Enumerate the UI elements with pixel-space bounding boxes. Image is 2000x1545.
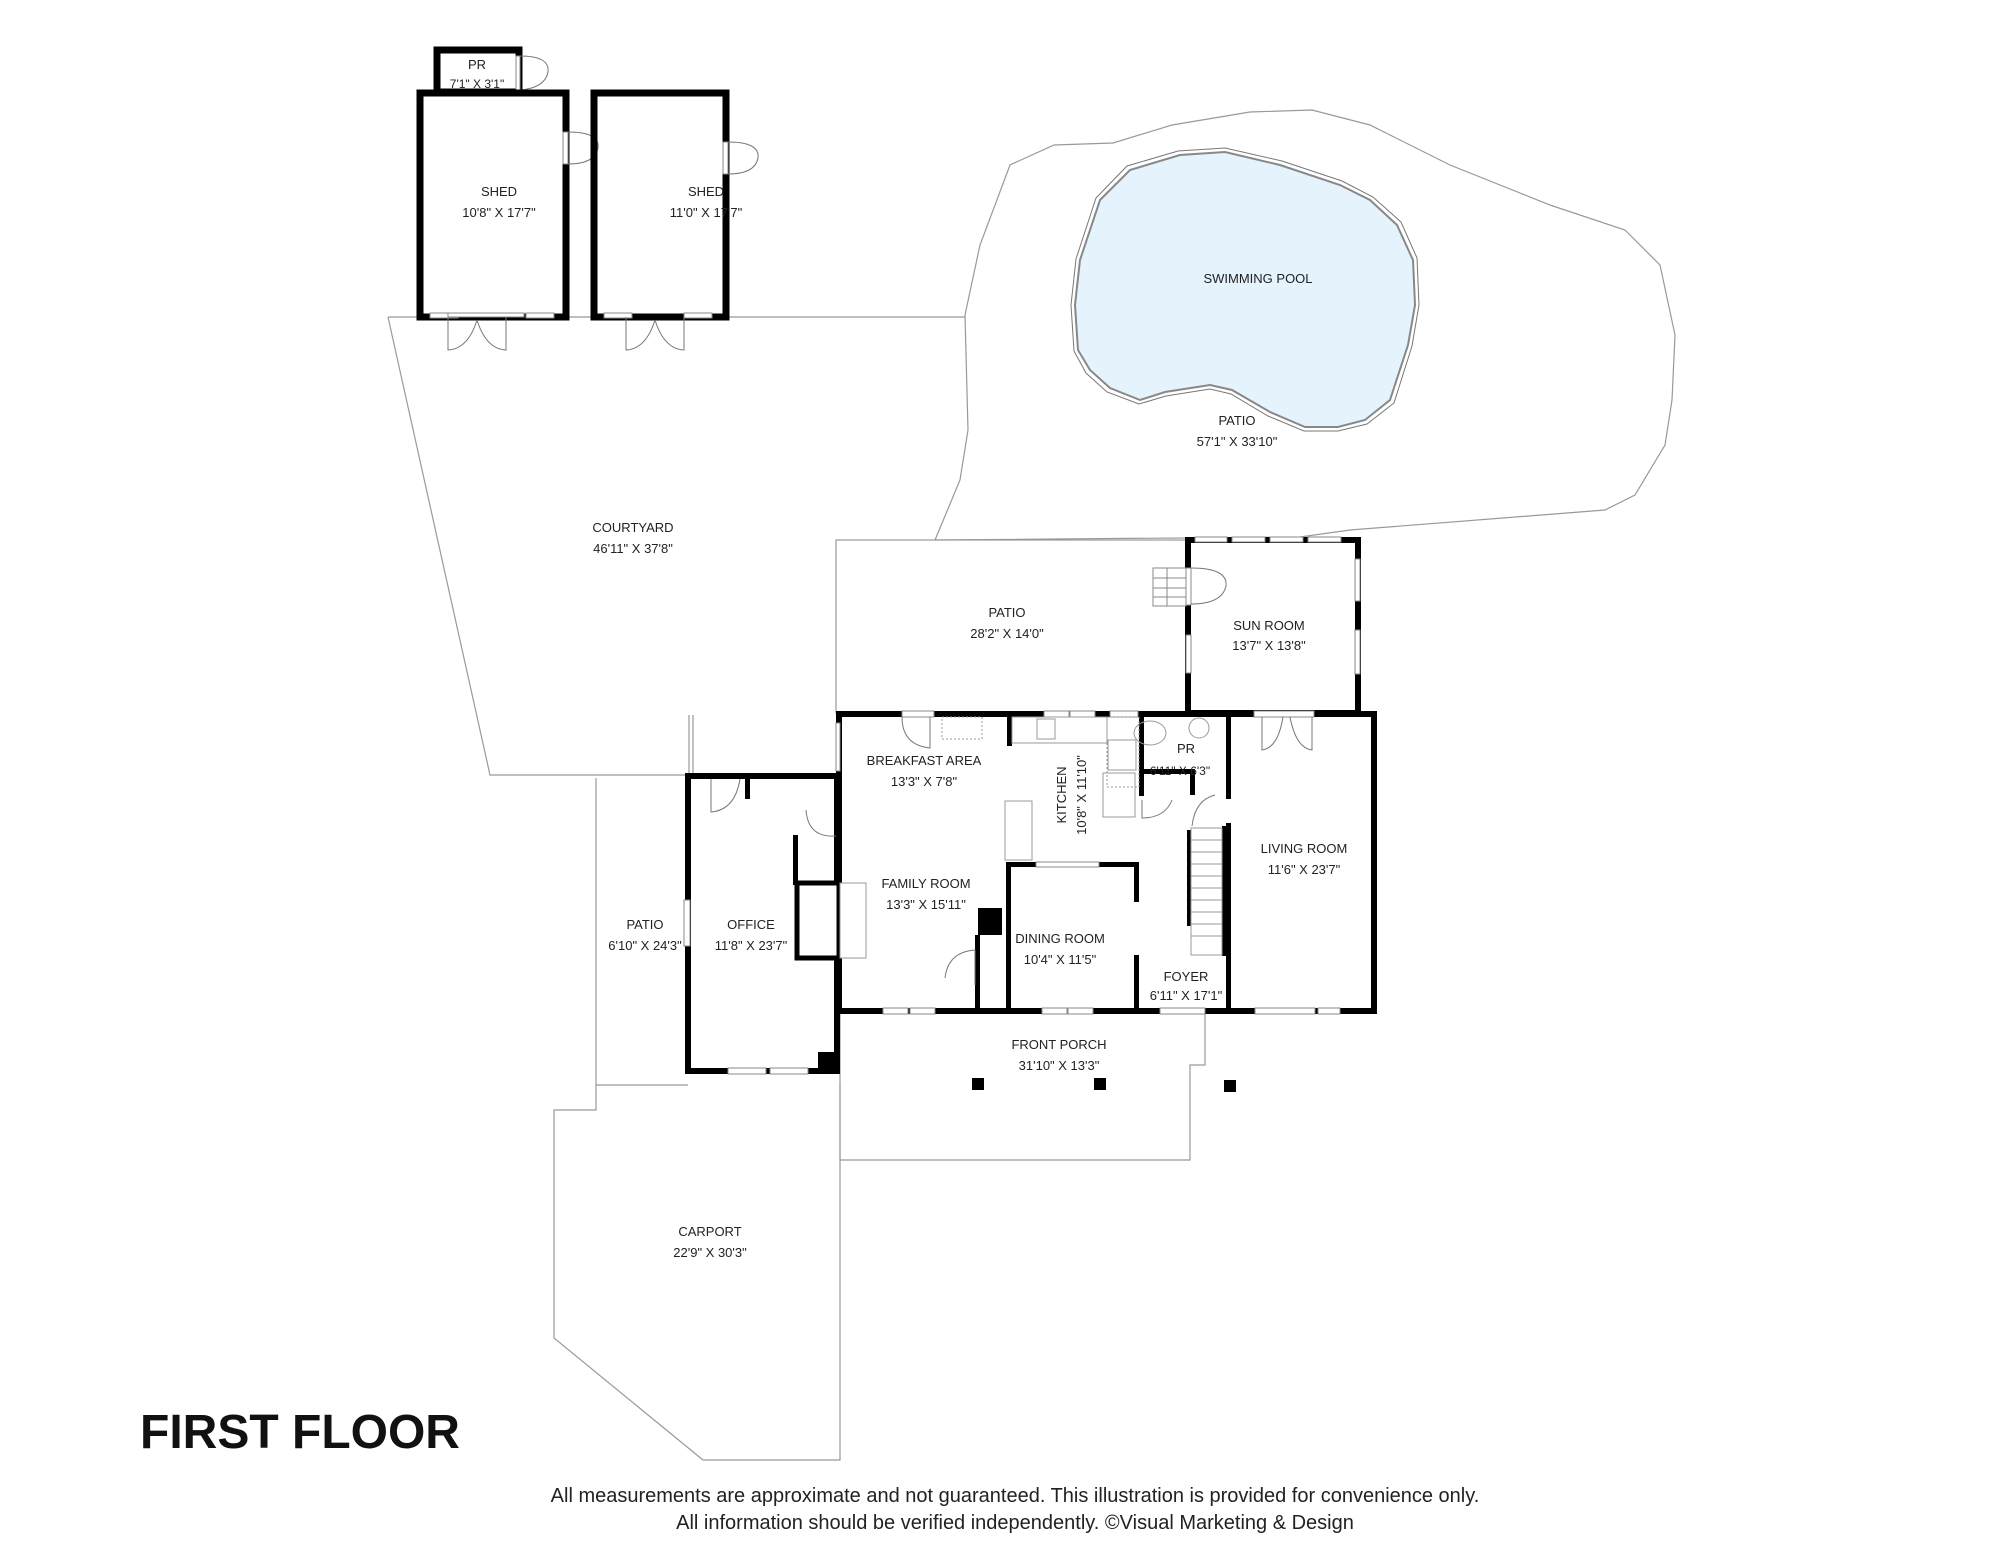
dining-room-dims: 10'4" X 11'5" [1024, 952, 1097, 967]
living-room-label: LIVING ROOM [1261, 841, 1348, 856]
pr-shed-label: PR [468, 57, 486, 72]
disclaimer: All measurements are approximate and not… [0, 1483, 2000, 1537]
office-dims: 11'8" X 23'7" [715, 938, 788, 953]
front-porch-label: FRONT PORCH [1011, 1037, 1106, 1052]
rear-patio-label: PATIO [988, 605, 1025, 620]
courtyard-outline [387, 316, 965, 776]
stairs-icon [1152, 567, 1187, 607]
disclaimer-line-1: All measurements are approximate and not… [550, 1485, 1480, 1507]
front-porch-outline [839, 1010, 1206, 1161]
kitchen-dims: 10'8" X 11'10" [1074, 755, 1089, 835]
pool-patio-label: PATIO [1218, 413, 1255, 428]
kitchen-fixtures [941, 716, 1140, 861]
shed-1-dims: 10'8" X 17'7" [462, 205, 536, 220]
pr-house-label: PR [1177, 741, 1195, 756]
house-walls [685, 711, 1377, 1074]
pr-house-dims: 6'11" X 6'3" [1150, 764, 1210, 778]
courtyard-label: COURTYARD [592, 520, 673, 535]
carport-outline [553, 1085, 841, 1461]
swimming-pool-label: SWIMMING POOL [1203, 271, 1312, 286]
pool-patio-dims: 57'1" X 33'10" [1197, 434, 1278, 449]
foyer-dims: 6'11" X 17'1" [1150, 988, 1223, 1003]
pr-shed-dims: 7'1" X 3'1" [450, 77, 504, 91]
side-patio-dims: 6'10" X 24'3" [608, 938, 682, 953]
breakfast-area-dims: 13'3" X 7'8" [891, 774, 958, 789]
rear-patio-dims: 28'2" X 14'0" [970, 626, 1044, 641]
courtyard-dims: 46'11" X 37'8" [593, 541, 673, 556]
shed-2-label: SHED [688, 184, 724, 199]
pr-fixtures [1133, 717, 1210, 746]
kitchen-label: KITCHEN [1054, 766, 1069, 823]
floor-title: FIRST FLOOR [140, 1406, 460, 1459]
disclaimer-line-2: All information should be verified indep… [676, 1512, 1354, 1534]
house-windows [683, 710, 1341, 1075]
carport-label: CARPORT [678, 1224, 741, 1239]
living-room-dims: 11'6" X 23'7" [1268, 862, 1341, 877]
side-patio-label: PATIO [626, 917, 663, 932]
office-label: OFFICE [727, 917, 775, 932]
porch-posts [972, 1078, 1236, 1092]
front-porch-dims: 31'10" X 13'3" [1019, 1058, 1100, 1073]
dining-room-label: DINING ROOM [1015, 931, 1105, 946]
shed-2-dims: 11'0" X 17'7" [670, 205, 743, 220]
swimming-pool [1073, 150, 1417, 428]
shed-2-walls [590, 89, 730, 321]
sun-room-windows [1185, 536, 1361, 675]
shed-1-label: SHED [481, 184, 517, 199]
foyer-label: FOYER [1164, 969, 1209, 984]
sun-room-label: SUN ROOM [1233, 618, 1305, 633]
family-room-label: FAMILY ROOM [881, 876, 970, 891]
foyer-stairs-icon [1190, 827, 1223, 956]
breakfast-area-label: BREAKFAST AREA [867, 753, 982, 768]
carport-dims: 22'9" X 30'3" [673, 1245, 747, 1260]
house-doors [710, 716, 1313, 985]
sun-room-dims: 13'7" X 13'8" [1232, 638, 1306, 653]
family-room-dims: 13'3" X 15'11" [886, 897, 966, 912]
